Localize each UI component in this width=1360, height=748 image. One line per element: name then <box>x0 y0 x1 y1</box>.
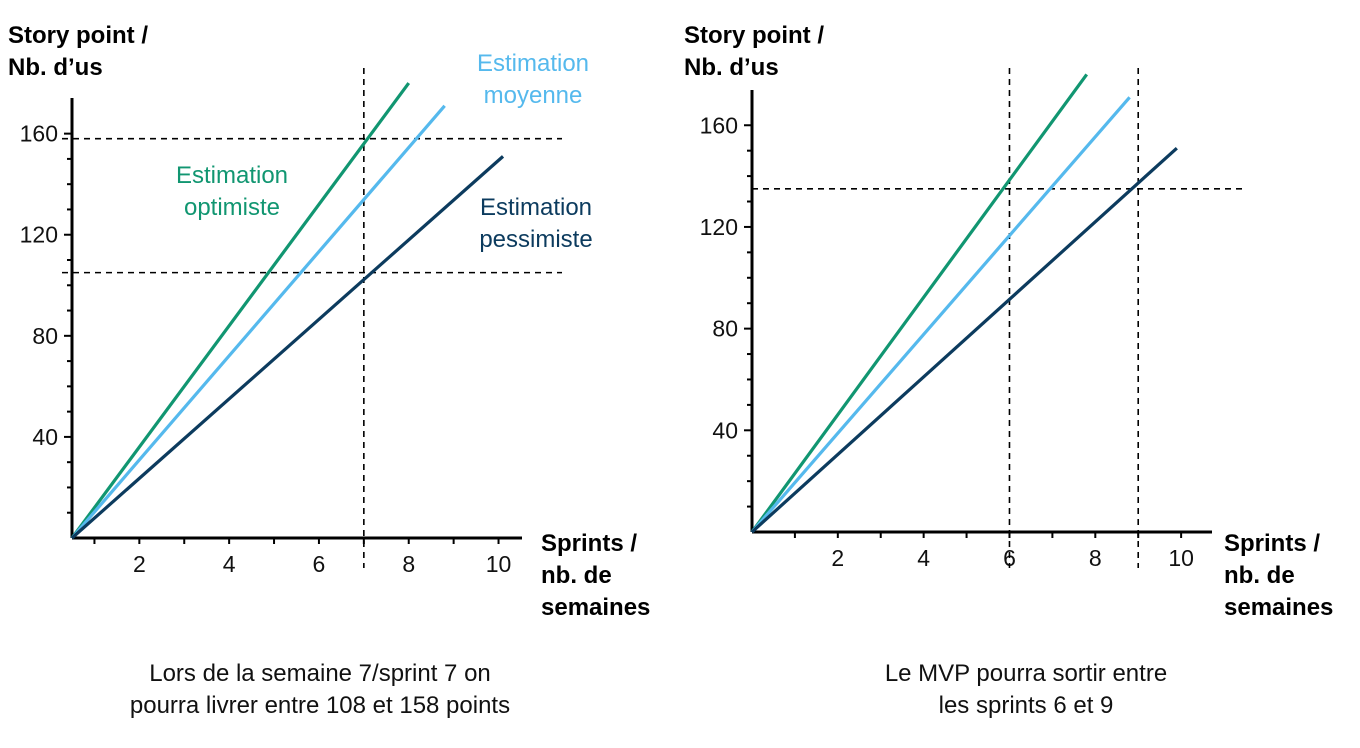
right-y-axis-title-line1: Story point / <box>684 22 824 49</box>
left-x-tick-label: 8 <box>402 551 415 577</box>
right-y-tick-label: 120 <box>700 214 738 240</box>
left-x-axis-title-line3: semaines <box>541 594 651 621</box>
right-series-optimiste-line <box>750 73 1089 533</box>
right-x-tick-label: 8 <box>1089 545 1102 571</box>
right-caption-line2: les sprints 6 et 9 <box>938 692 1114 719</box>
left-series-pessimiste-label-line2: pessimiste <box>479 226 592 253</box>
left-y-axis-title-line1: Story point / <box>8 22 148 49</box>
right-y-axis-title: Story point / Nb. d’us <box>684 20 824 84</box>
right-x-axis-title-line2: nb. de <box>1224 562 1295 589</box>
left-series-moyenne-label-line2: moyenne <box>484 82 583 109</box>
left-caption-line1: Lors de la semaine 7/sprint 7 on <box>149 660 491 687</box>
left-y-tick-label: 80 <box>32 323 58 349</box>
right-x-axis-title-line1: Sprints / <box>1224 530 1321 557</box>
right-x-tick-label: 2 <box>831 545 844 571</box>
left-y-axis-title-line2: Nb. d’us <box>8 54 103 81</box>
left-series-optimiste-label-line2: optimiste <box>184 194 280 221</box>
right-series-moyenne-line <box>750 96 1131 534</box>
left-series-moyenne-label-line1: Estimation <box>477 50 589 77</box>
left-x-tick-label: 4 <box>223 551 236 577</box>
right-x-tick-label: 4 <box>917 545 930 571</box>
left-x-tick-label: 2 <box>133 551 146 577</box>
right-y-axis-title-line2: Nb. d’us <box>684 54 779 81</box>
right-y-tick-label: 40 <box>712 417 738 443</box>
right-series-pessimiste-line <box>750 146 1178 534</box>
left-caption-line2: pourra livrer entre 108 et 158 points <box>129 692 511 719</box>
left-chart: 40 80 120 160 2 4 6 8 10 Estimation optimiste Estim… <box>20 50 593 577</box>
left-series-optimiste-line <box>70 82 411 539</box>
left-series-optimiste-label-line1: Estimation <box>176 162 288 189</box>
right-y-tick-label: 80 <box>712 316 738 342</box>
left-series-moyenne-line <box>70 104 446 540</box>
left-series-pessimiste-line <box>70 155 505 540</box>
left-caption: Lors de la semaine 7/sprint 7 on pourra … <box>40 658 600 722</box>
left-y-tick-label: 120 <box>20 222 58 248</box>
left-y-tick-label: 40 <box>32 424 58 450</box>
left-series-pessimiste-label-line1: Estimation <box>480 194 592 221</box>
right-x-axis-title-line3: semaines <box>1224 594 1334 621</box>
right-x-axis-title: Sprints / nb. de semaines <box>1224 528 1333 624</box>
left-x-tick-label: 6 <box>313 551 326 577</box>
right-y-tick-label: 160 <box>700 112 738 138</box>
left-x-axis-title-line1: Sprints / <box>541 530 638 557</box>
left-x-axis-title-line2: nb. de <box>541 562 612 589</box>
left-y-tick-label: 160 <box>20 121 58 147</box>
right-x-tick-label: 10 <box>1168 545 1194 571</box>
left-x-axis-title: Sprints / nb. de semaines <box>541 528 650 624</box>
left-x-tick-label: 10 <box>486 551 512 577</box>
right-caption-line1: Le MVP pourra sortir entre <box>884 660 1168 687</box>
left-y-axis-title: Story point / Nb. d’us <box>8 20 148 84</box>
right-caption: Le MVP pourra sortir entre les sprints 6… <box>746 658 1306 722</box>
